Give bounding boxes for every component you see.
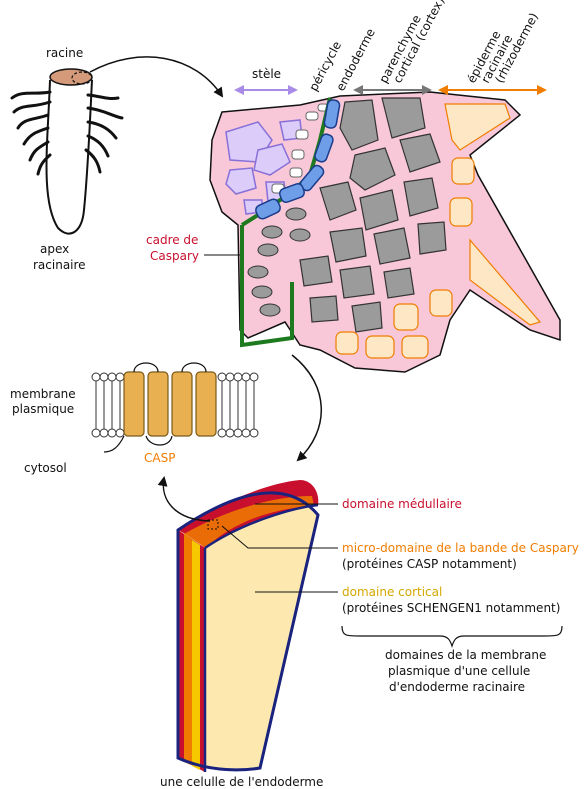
label-racine: racine (46, 46, 83, 60)
label-domaine-medullaire: domaine médullaire (342, 497, 462, 511)
label-micro-domaine: micro-domaine de la bande de Caspary (342, 541, 579, 555)
label-domaines-endoderme: d'endoderme racinaire (389, 680, 525, 694)
label-membrane: membrane (10, 387, 76, 401)
root-drawing (12, 69, 122, 234)
label-casp: CASP (144, 451, 175, 465)
label-cytosol: cytosol (24, 461, 67, 475)
label-cadre: cadre de (146, 233, 198, 247)
endoderm-cell (178, 480, 318, 772)
membrane-casp (92, 363, 258, 452)
label-domaine-cortical: domaine cortical (342, 585, 442, 599)
label-apex: apex (40, 242, 69, 256)
label-proteines-schengen: (protéines SCHENGEN1 notamment) (342, 601, 560, 615)
label-apex-racinaire: racinaire (33, 258, 86, 272)
label-plasmique: plasmique (12, 402, 74, 416)
label-caspary: Caspary (150, 249, 199, 263)
label-cellule: une celulle de l'endoderme (160, 775, 323, 789)
arrow-root-to-section (90, 57, 222, 96)
brace (342, 626, 562, 646)
label-endoderme: endoderme (333, 26, 378, 93)
label-proteines-casp: (protéines CASP notamment) (342, 557, 517, 571)
arrow-section-to-cell (292, 355, 321, 460)
label-domaines: domaines de la membrane (385, 648, 546, 662)
label-domaines-plasmique: plasmique d'une cellule (388, 664, 530, 678)
tissue-section (210, 92, 560, 372)
label-stele: stèle (252, 67, 281, 81)
